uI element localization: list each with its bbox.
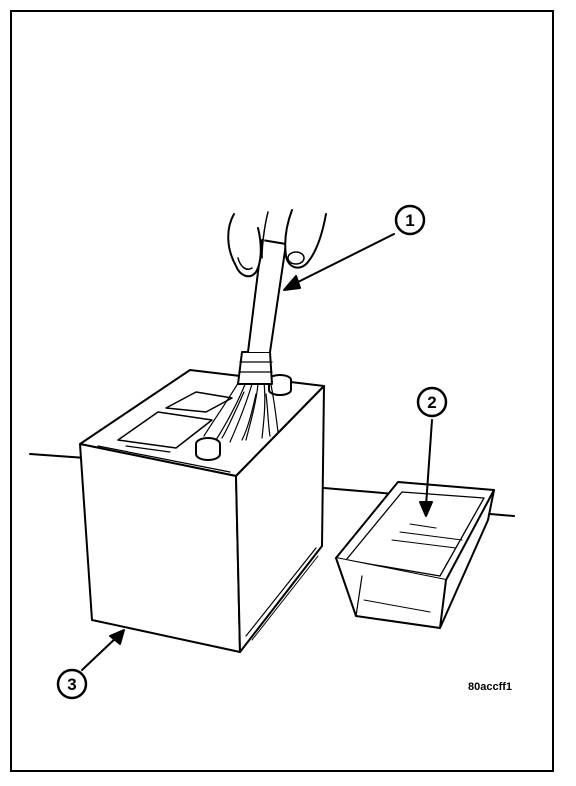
hand (227, 209, 327, 278)
tray (335, 481, 495, 629)
callout-2-leader (425, 419, 433, 507)
figure-frame (10, 10, 554, 772)
callout-3: 3 (56, 668, 88, 700)
callout-1-number: 1 (405, 211, 414, 230)
brush-bristles (203, 379, 279, 443)
callout-3-arrowhead (109, 629, 125, 645)
callout-arrows (81, 233, 433, 671)
brush (237, 239, 287, 385)
callout-1-leader (293, 233, 395, 285)
callout-1: 1 (394, 204, 426, 236)
callout-2: 2 (416, 386, 448, 418)
callout-1-arrowhead (283, 275, 301, 291)
callout-2-arrowhead (419, 501, 433, 517)
callout-3-leader (81, 635, 119, 671)
callout-3-number: 3 (67, 675, 76, 694)
callout-2-number: 2 (427, 393, 436, 412)
figure-code: 80accff1 (468, 681, 512, 693)
ground-line (29, 453, 515, 517)
battery (79, 369, 325, 653)
